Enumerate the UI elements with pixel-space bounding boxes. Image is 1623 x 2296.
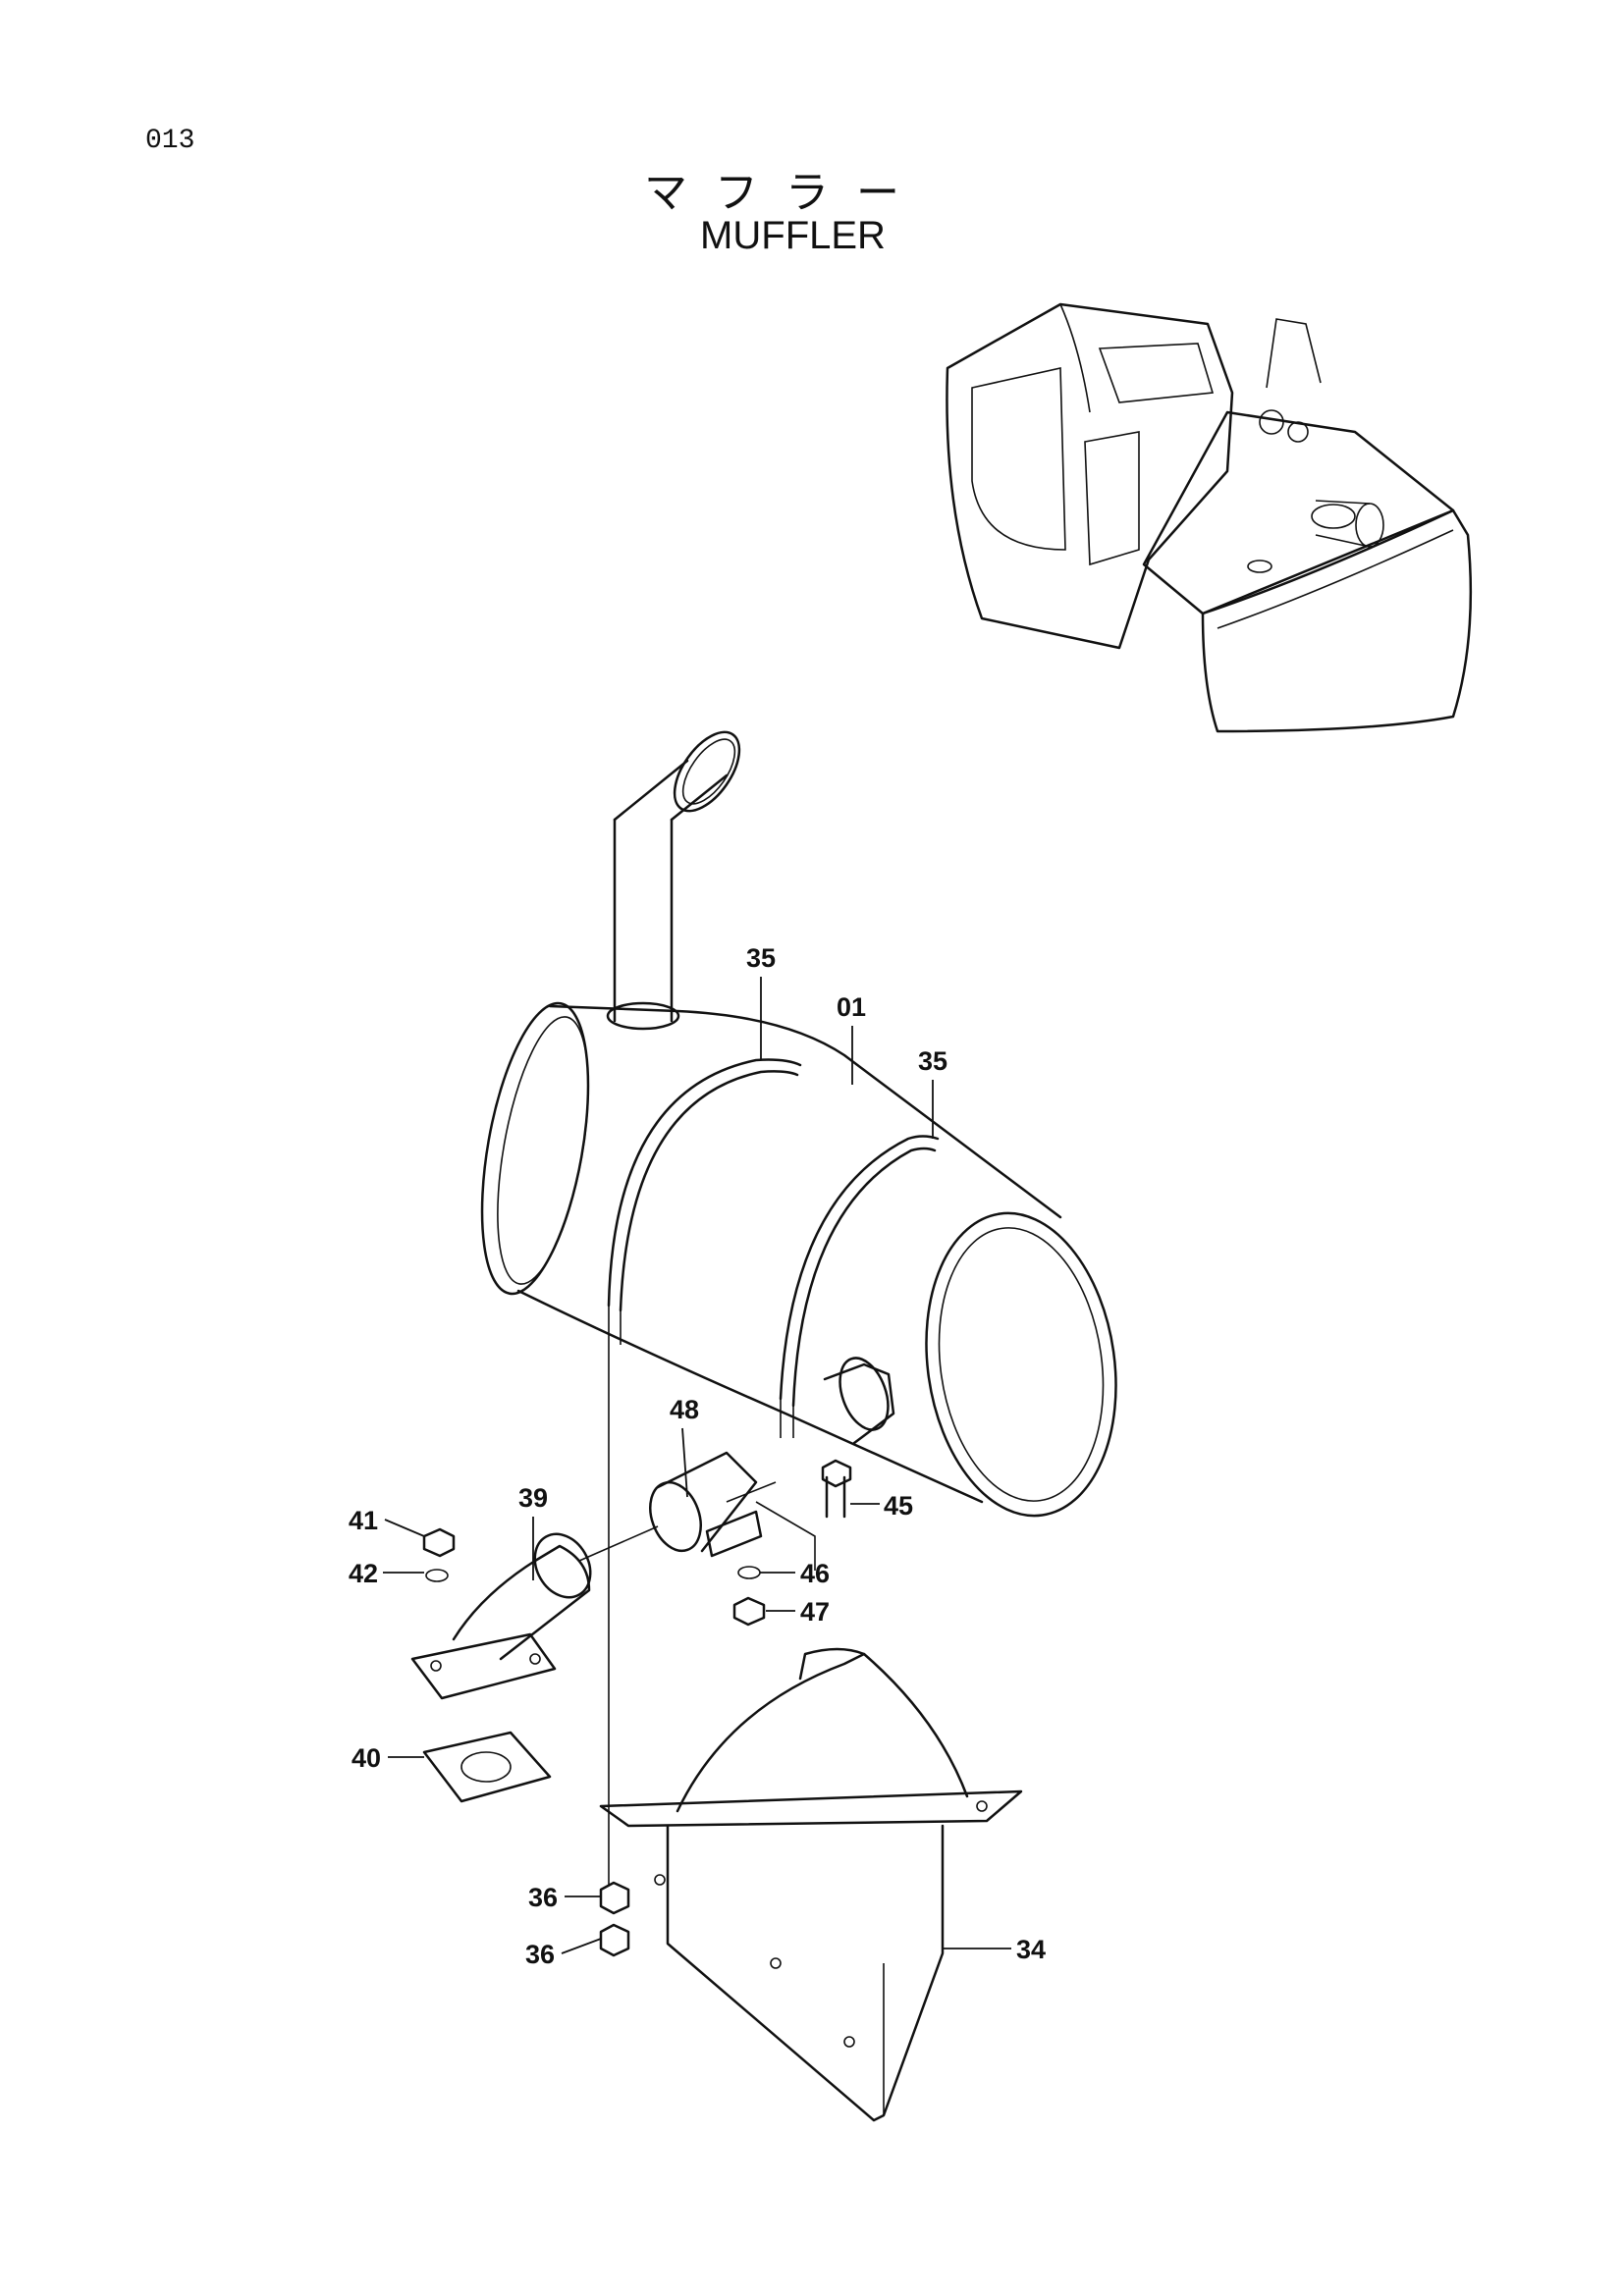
callout-47: 47: [800, 1597, 830, 1627]
page-code: 013: [145, 126, 195, 156]
callout-45: 45: [884, 1491, 913, 1521]
excavator-overview-illustration: [946, 302, 1473, 733]
callout-48: 48: [670, 1395, 699, 1424]
clamp-part-48: [649, 1451, 763, 1558]
gasket-part-40: [422, 1731, 552, 1803]
callout-40: 40: [352, 1743, 381, 1773]
callout-01: 01: [837, 992, 866, 1022]
callout-39: 39: [518, 1483, 548, 1513]
callout-36-upper: 36: [528, 1883, 558, 1912]
callout-42: 42: [349, 1559, 378, 1588]
title-japanese: マフラー: [644, 168, 927, 218]
muffler-body: [480, 1001, 1117, 1518]
title-english: MUFFLER: [700, 214, 886, 257]
callout-35-right: 35: [918, 1046, 947, 1076]
callout-46: 46: [800, 1559, 830, 1588]
assembly-lines: [578, 1345, 816, 1885]
callout-34: 34: [1016, 1935, 1046, 1964]
callout-36-lower: 36: [525, 1940, 555, 1969]
hardware-nuts-washers-bolt: [422, 1459, 852, 1957]
elbow-part-39: [410, 1532, 592, 1700]
callout-41: 41: [349, 1506, 378, 1535]
bracket-part-34: [599, 1647, 1023, 2122]
callout-35-left: 35: [746, 943, 776, 973]
tail-pipe: [606, 730, 741, 1031]
part-callouts: 35 01 35 48 39 41 42 45 46 47 40 36 36 3…: [349, 943, 1046, 1969]
leader-lines: [383, 977, 1011, 1954]
